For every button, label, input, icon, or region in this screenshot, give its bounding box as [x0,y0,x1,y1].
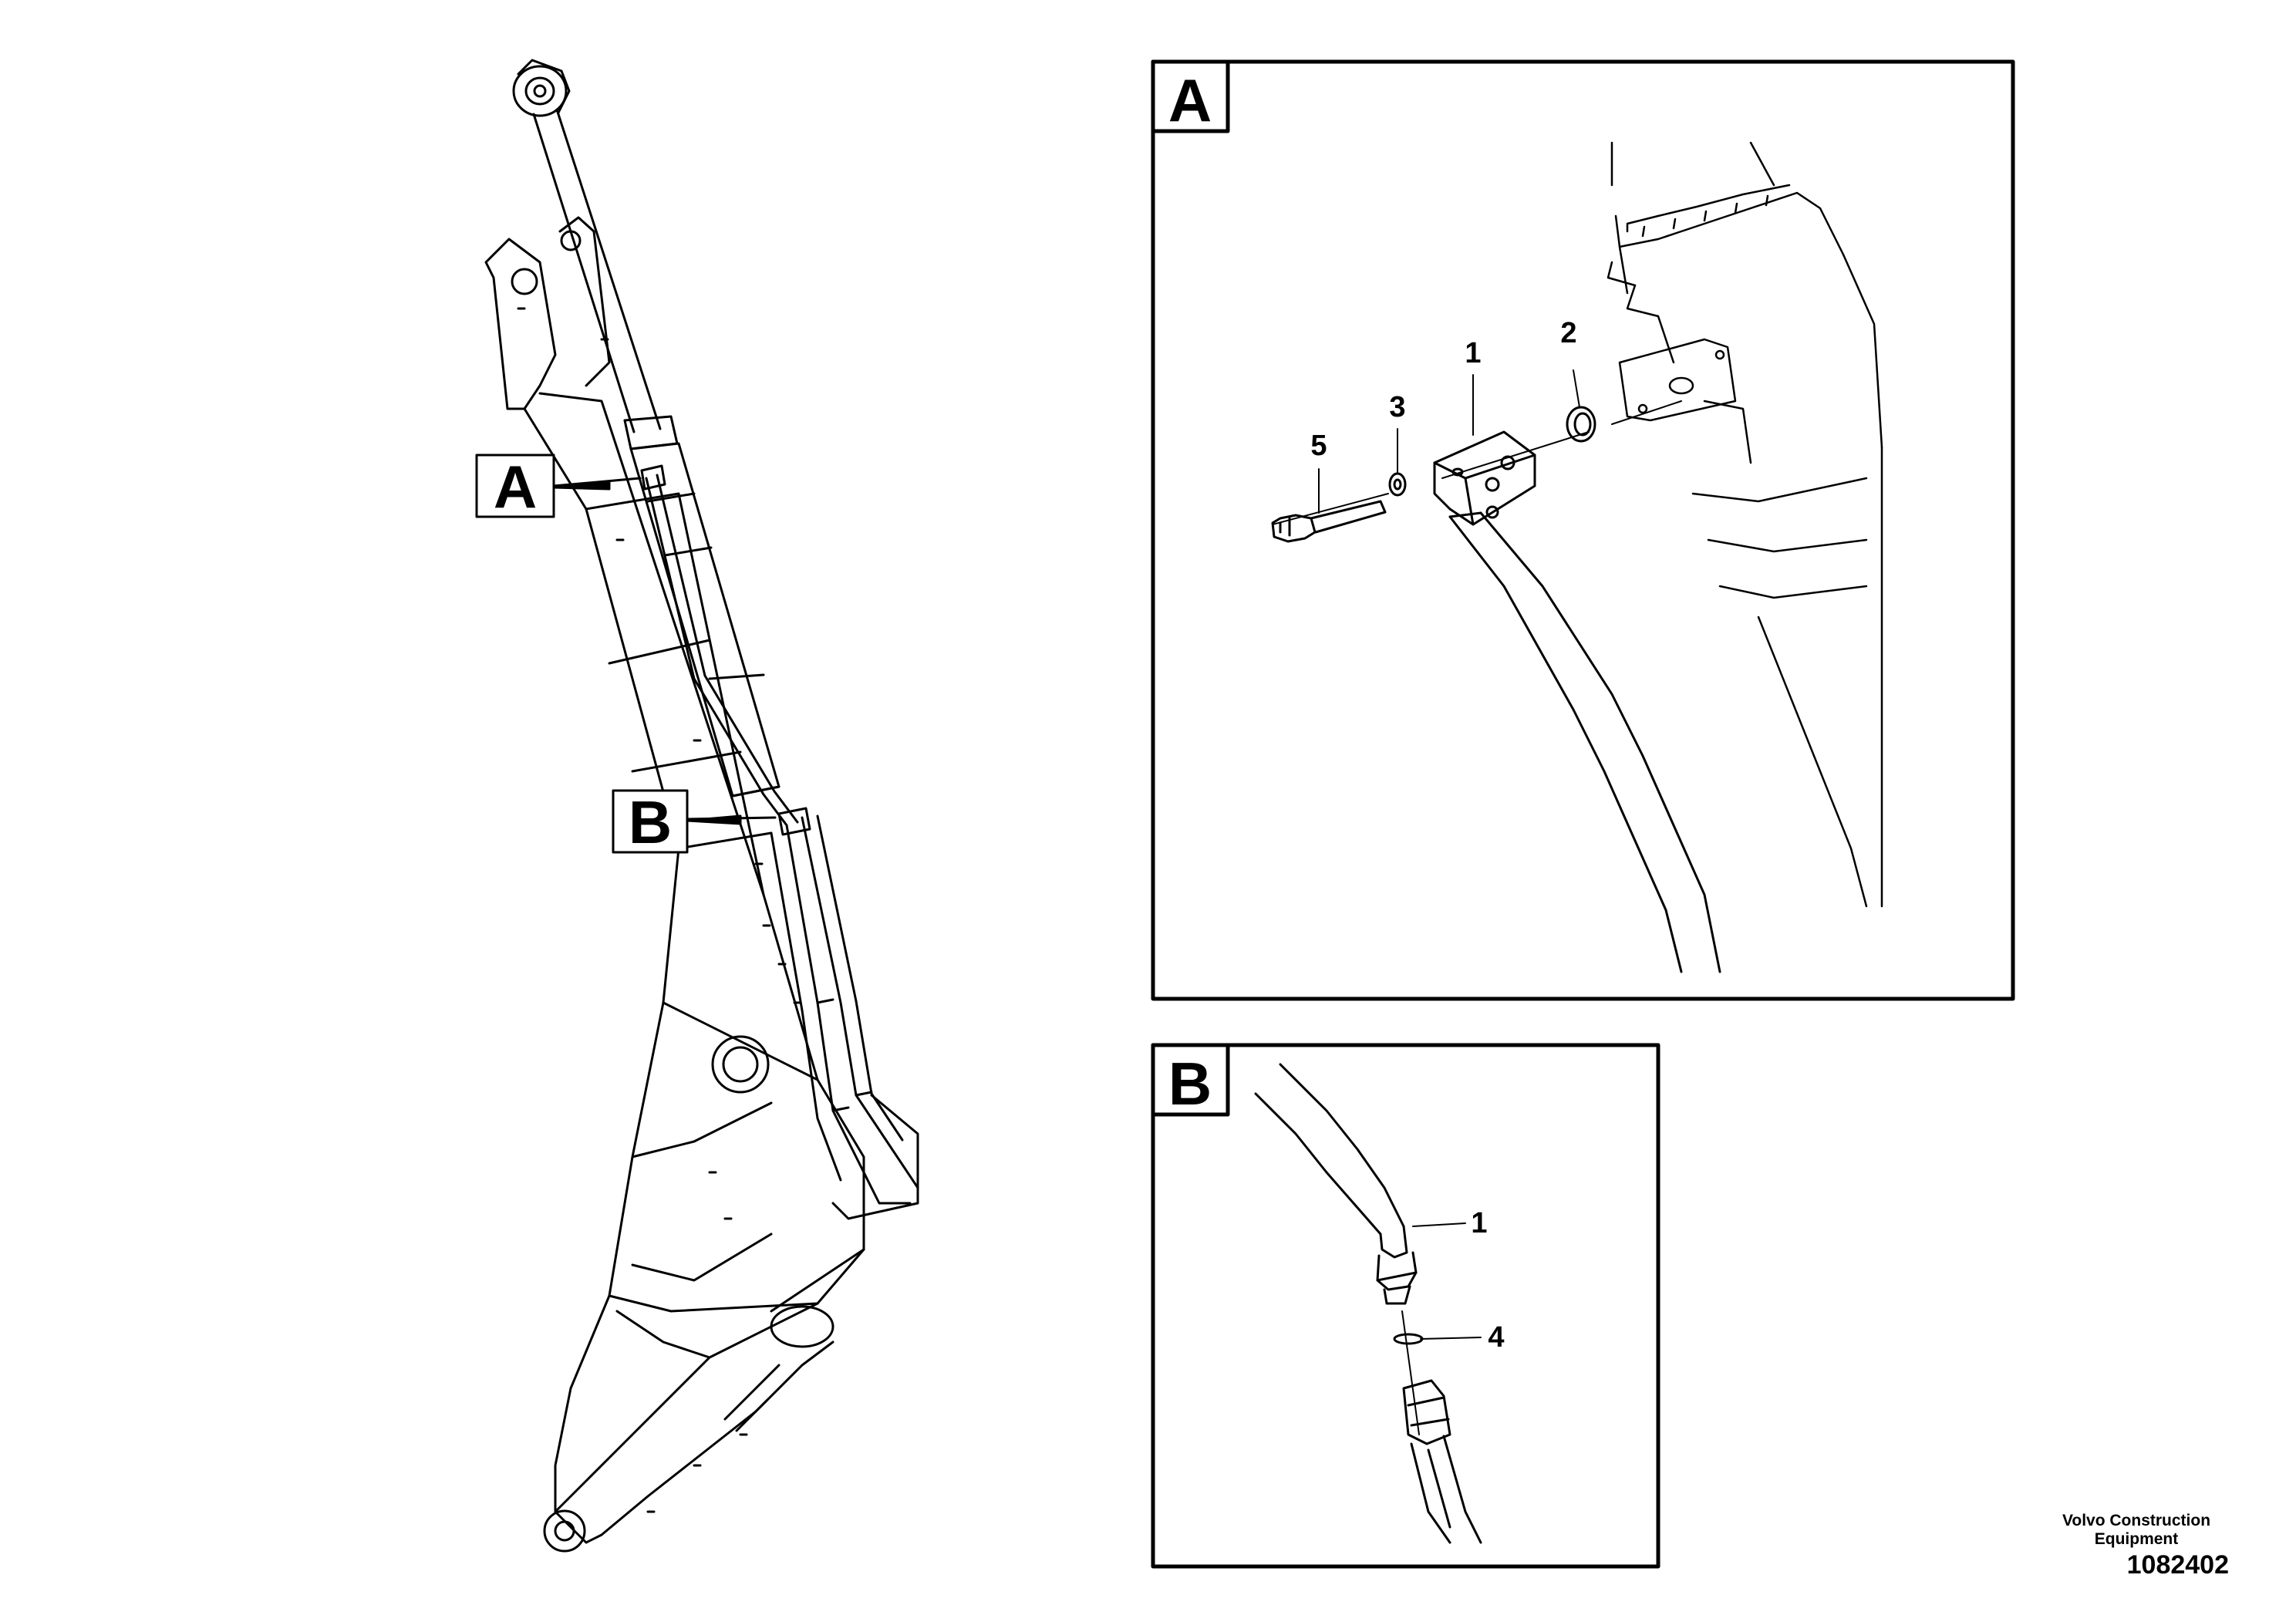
manufacturer-line-1: Volvo Construction [2062,1512,2211,1529]
callout-a-label: A [494,453,537,521]
hydraulic-pipes [640,464,919,1432]
callout-a: A [475,453,642,521]
lower-fitting [1402,1379,1482,1544]
part-label-3: 3 [1389,391,1405,423]
manufacturer-name: Volvo Construction Equipment [2044,1512,2229,1549]
detail-a-letter: A [1168,66,1212,134]
detail-b-letter: B [1168,1050,1212,1118]
hose-fitting-part-1 [1433,430,1721,973]
part-label-1-b: 1 [1471,1207,1487,1239]
detail-b-part-labels: 1 4 [1471,1207,1504,1354]
assembly-axis-line [1272,400,1682,525]
part-label-2: 2 [1560,317,1576,349]
seal-part-4 [1393,1333,1424,1345]
boom-overview: A B [475,59,919,1553]
cylinder-rod [512,59,781,798]
detail-b-leaders [1412,1222,1482,1340]
drawing-number: 1082402 [2126,1550,2229,1580]
detail-b-panel: B [1151,1043,1660,1569]
bolt-part-5 [1271,500,1387,543]
part-label-5: 5 [1310,430,1327,462]
callout-b-label: B [629,788,672,856]
callout-b: B [612,788,777,856]
hose-part-1 [1254,1063,1418,1305]
manufacturer-line-2: Equipment [2094,1530,2179,1548]
detail-b-axis-line [1401,1310,1420,1435]
detail-a-leaders [1318,369,1580,514]
cylinder-head [1607,141,1883,908]
detail-a-panel: A [1151,59,2015,1001]
washer-part-3 [1388,472,1407,497]
boom-body [484,216,865,1553]
o-ring-part-2 [1566,406,1596,443]
detail-a-part-labels: 5 3 1 2 [1310,317,1576,462]
part-label-4: 4 [1488,1321,1504,1354]
part-label-1: 1 [1465,337,1481,369]
